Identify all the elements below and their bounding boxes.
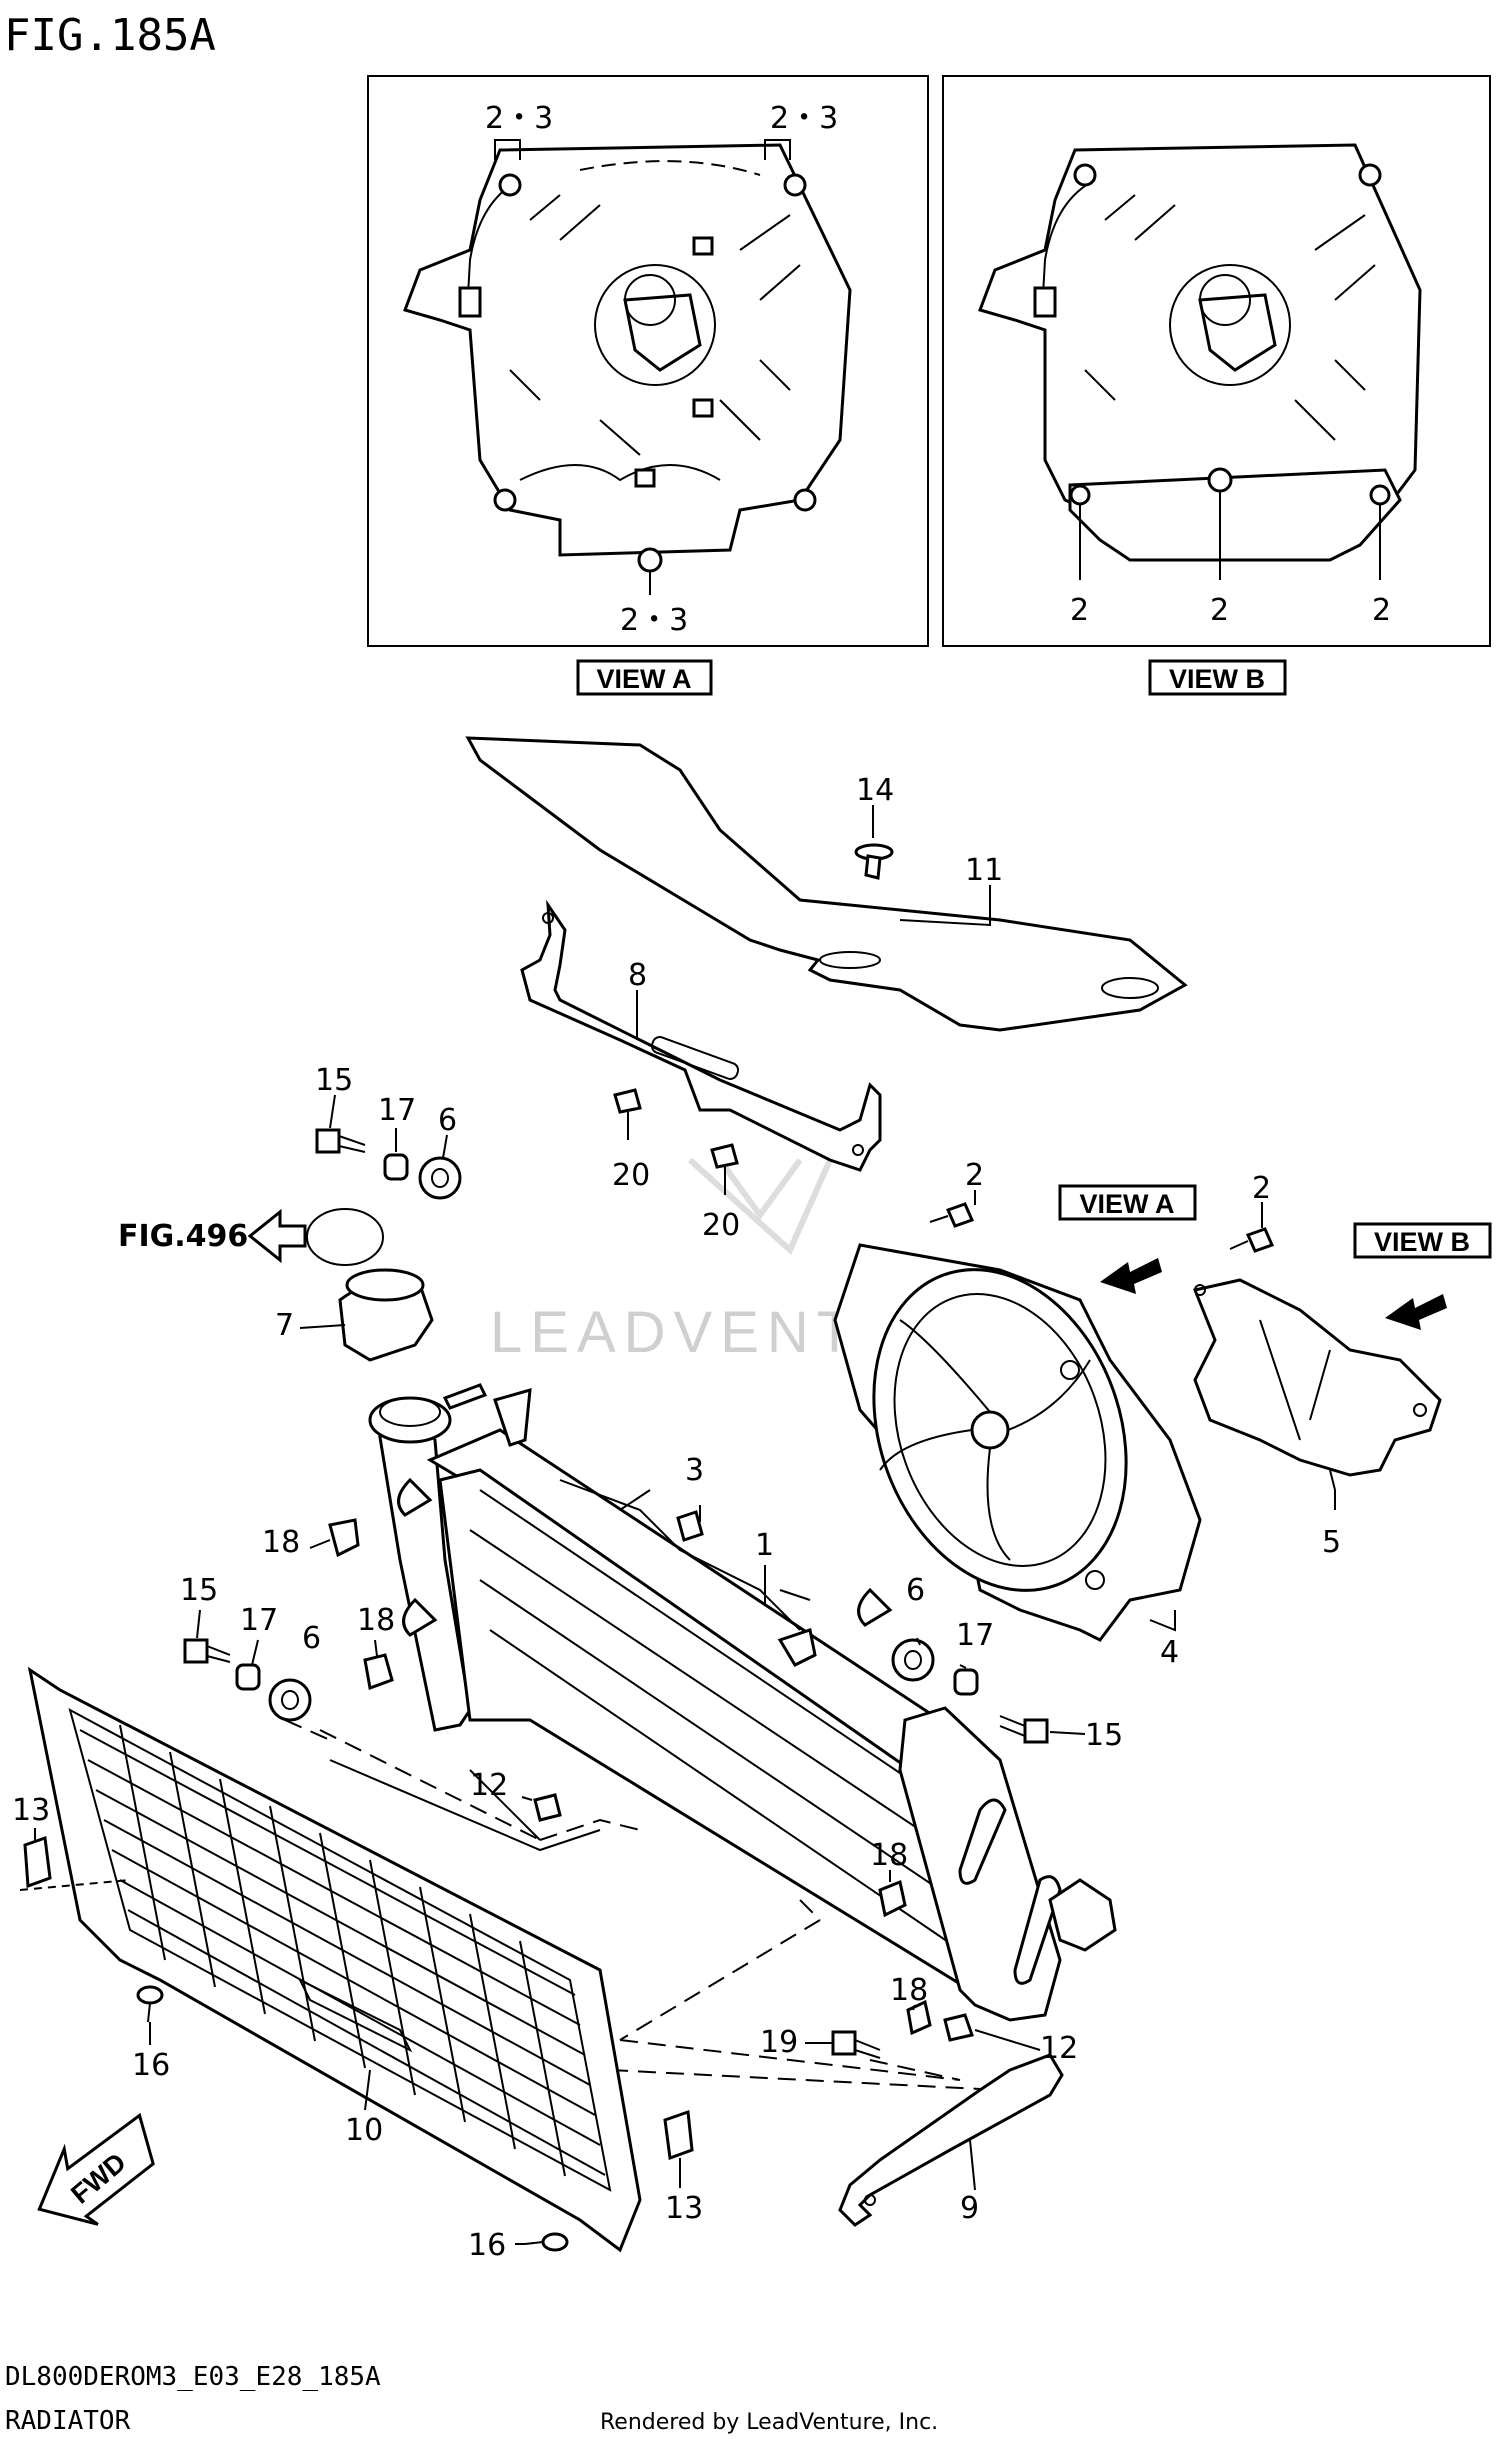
view-a-panel: 2・3 2・3 2・3: [367, 75, 929, 647]
part-label-17: 17: [956, 1618, 994, 1653]
part-label-6: 6: [302, 1621, 321, 1656]
screw-part-2-fan: [929, 1202, 975, 1228]
part-label-1: 1: [755, 1528, 774, 1563]
bolt-part-19: [831, 2030, 881, 2059]
cushion-part-18-mid: [363, 1653, 394, 1691]
bolt-part-20-left: [613, 1088, 642, 1140]
screw-part-2-cover: [1229, 1227, 1275, 1253]
part-label-6: 6: [438, 1103, 457, 1138]
view-a-callout-right: 2・3: [770, 101, 838, 136]
part-label-4: 4: [1160, 1635, 1179, 1670]
part-label-9: 9: [960, 2191, 979, 2226]
bolt-part-20-right: [710, 1143, 739, 1195]
bracket-part-8: [520, 899, 882, 1172]
render-credit: Rendered by LeadVenture, Inc.: [600, 2410, 938, 2435]
bolt-part-15-right: [999, 1715, 1049, 1744]
part-label-17: 17: [378, 1093, 416, 1128]
part-label-2: 2: [965, 1158, 984, 1193]
fig-496-reference: FIG.496: [118, 1208, 307, 1264]
part-label-11: 11: [965, 853, 1003, 888]
part-label-18: 18: [870, 1838, 908, 1873]
part-label-20: 20: [612, 1158, 650, 1193]
view-b-fan-shroud: [978, 143, 1422, 580]
screw-part-16-lower: [524, 2232, 569, 2252]
part-label-17: 17: [240, 1603, 278, 1638]
part-label-12: 12: [1040, 2031, 1078, 2066]
grommet-part-13-left: [23, 1835, 52, 1889]
screw-part-16-upper: [136, 1985, 164, 2023]
view-a-tag: VIEW A: [576, 659, 713, 696]
view-a-callout-left: 2・3: [485, 101, 553, 136]
clip-part-14: [854, 843, 894, 880]
part-label-16: 16: [468, 2228, 506, 2263]
part-label-15: 15: [180, 1573, 218, 1608]
svg-text:VIEW A: VIEW A: [1079, 1189, 1174, 1219]
part-label-12: 12: [470, 1768, 508, 1803]
part-label-18: 18: [262, 1525, 300, 1560]
svg-text:VIEW A: VIEW A: [596, 664, 691, 694]
part-label-13: 13: [665, 2191, 703, 2226]
part-label-15: 15: [1085, 1718, 1123, 1753]
clip-part-12-left: [533, 1793, 562, 1822]
leader-lines: [34, 805, 1336, 2245]
part-label-7: 7: [275, 1308, 294, 1343]
svg-text:FIG.496: FIG.496: [118, 1219, 248, 1254]
radiator-guard-part-10: [19, 1666, 642, 2253]
bolt-part-15-upper: [315, 1128, 366, 1154]
part-label-18: 18: [357, 1603, 395, 1638]
sleeve-part-17-right: [953, 1668, 979, 1696]
view-b-callout-center: 2: [1210, 593, 1229, 628]
view-a-callout-bottom: 2・3: [620, 603, 688, 638]
part-label-14: 14: [856, 773, 894, 808]
cushion-part-18-upper: [328, 1518, 360, 1558]
sleeve-part-17-left: [235, 1663, 261, 1691]
part-label-13: 13: [12, 1793, 50, 1828]
part-label-16: 16: [132, 2048, 170, 2083]
view-b-panel: 2 2 2: [942, 75, 1491, 647]
lower-bracket-part-9: [838, 2053, 1064, 2227]
svg-text:VIEW B: VIEW B: [1374, 1227, 1470, 1257]
view-b-arrow: VIEW B: [1353, 1222, 1492, 1330]
part-label-8: 8: [628, 958, 647, 993]
part-label-2: 2: [1252, 1171, 1271, 1206]
view-b-callout-left: 2: [1070, 593, 1089, 628]
bolt-part-15-left: [183, 1638, 231, 1664]
radiator-part-1: [368, 1383, 1117, 2022]
o-ring-part-7: [306, 1208, 384, 1266]
grommet-part-6-right: [891, 1638, 935, 1682]
part-label-20: 20: [702, 1208, 740, 1243]
radiator-cap-part-7: [338, 1268, 434, 1362]
svg-text:VIEW B: VIEW B: [1169, 664, 1265, 694]
model-code: DL800DEROM3_E03_E28_185A: [5, 2362, 381, 2392]
fan-cover-part-5: [1192, 1278, 1442, 1477]
grommet-part-13-right: [663, 2109, 694, 2161]
view-a-arrow: VIEW A: [1058, 1184, 1197, 1294]
part-label-10: 10: [345, 2113, 383, 2148]
part-label-18: 18: [890, 1973, 928, 2008]
clip-part-12-right: [943, 2013, 974, 2042]
view-a-fan-shroud: [403, 139, 852, 595]
fan-assembly-part-4: [833, 1243, 1202, 1642]
section-name: RADIATOR: [5, 2406, 131, 2436]
view-b-tag: VIEW B: [1148, 659, 1287, 696]
part-label-6: 6: [906, 1573, 925, 1608]
part-label-5: 5: [1322, 1525, 1341, 1560]
part-label-3: 3: [685, 1453, 704, 1488]
air-guide-part-11: [465, 736, 1188, 1032]
nut-part-3: [676, 1510, 704, 1542]
grommet-part-6-left: [268, 1678, 312, 1722]
view-b-callout-right: 2: [1372, 593, 1391, 628]
cushion-part-18-right: [878, 1879, 907, 1918]
figure-title: FIG.185A: [4, 10, 216, 61]
part-label-19: 19: [760, 2025, 798, 2060]
part-label-15: 15: [315, 1063, 353, 1098]
guard-mesh: [79, 1724, 606, 2177]
sleeve-part-17-upper: [383, 1153, 409, 1181]
grommet-part-6-upper: [418, 1156, 462, 1200]
fwd-arrow: FWD: [37, 2112, 155, 2226]
